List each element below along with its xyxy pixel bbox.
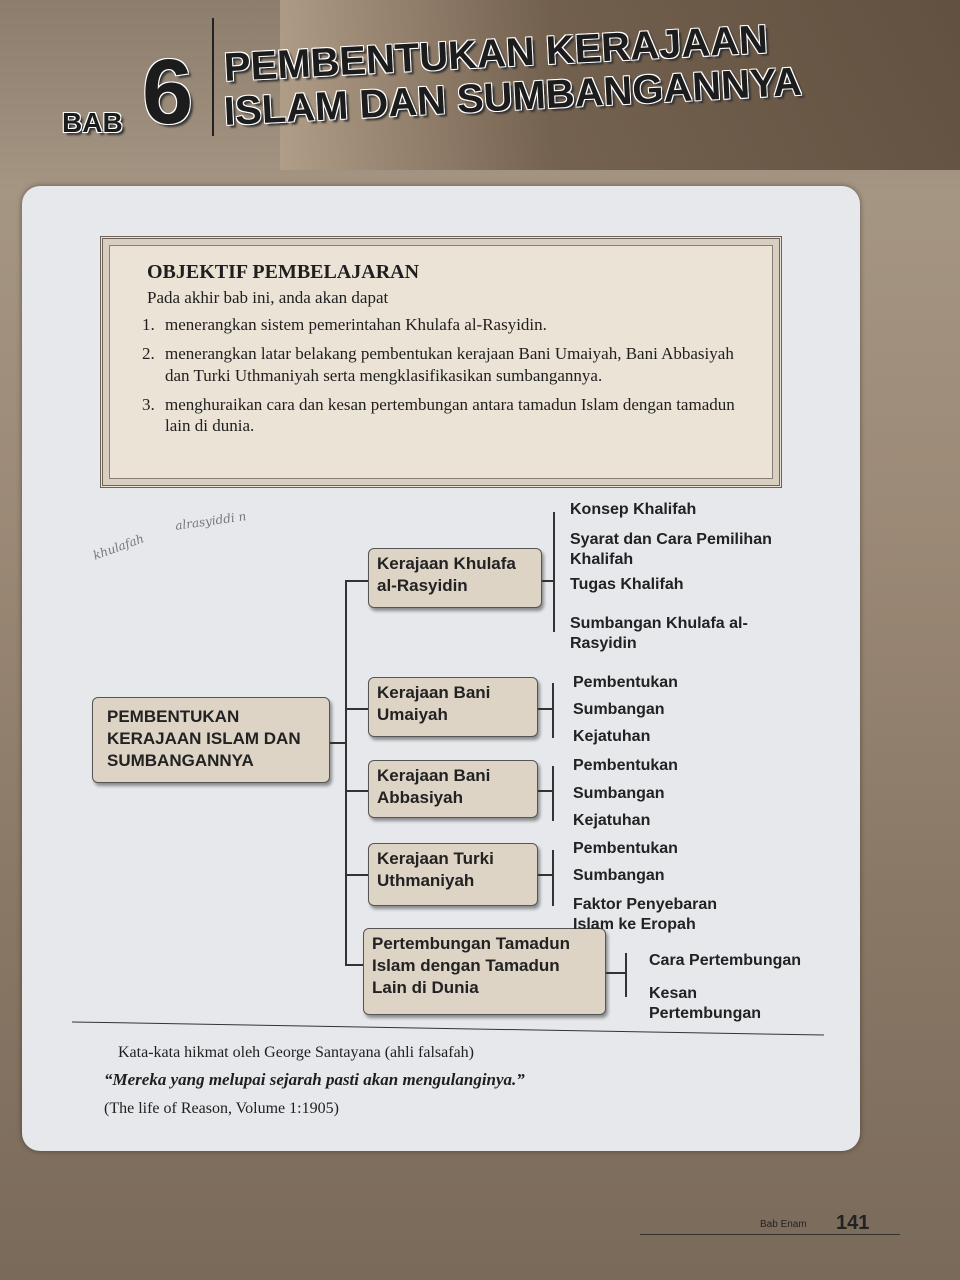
leaf-item: Sumbangan [573, 867, 665, 884]
connector [345, 964, 365, 966]
objective-item: menghuraikan cara dan kesan pertembungan… [159, 394, 749, 437]
branch-node-abbasiyah: Kerajaan Bani Abbasiyah [368, 760, 538, 818]
header-divider [212, 18, 214, 136]
connector [345, 708, 368, 710]
bracket-line [542, 580, 554, 582]
leaf-item: Pembentukan [573, 840, 678, 857]
leaf-item: Faktor Penyebaran Islam ke Eropah [573, 896, 718, 933]
connector [345, 790, 368, 792]
bracket-line [625, 953, 627, 997]
bracket-line [553, 512, 555, 632]
objectives-title: OBJEKTIF PEMBELAJARAN [147, 261, 420, 283]
leaf-item: Sumbangan Khulafa al-Rasyidin [570, 615, 748, 652]
leaf-item: Pembentukan [573, 757, 678, 774]
leaf-item: Kesan Pertembungan [649, 985, 762, 1022]
branch-node-umaiyah: Kerajaan Bani Umaiyah [368, 677, 538, 737]
branch-node-khulafa: Kerajaan Khulafa al-Rasyidin [368, 548, 542, 608]
bracket-line [538, 790, 552, 792]
footer-chapter: Bab Enam [760, 1219, 807, 1230]
leaf-item: Cara Pertembungan [649, 952, 802, 969]
leaf-item: Syarat dan Cara Pemilihan Khalifah [570, 531, 772, 568]
footer-line [640, 1234, 900, 1235]
connector [345, 874, 368, 876]
quote-source: (The life of Reason, Volume 1:1905) [104, 1100, 339, 1117]
leaf-item: Pembentukan [573, 674, 678, 691]
leaf-item: Tugas Khalifah [570, 576, 684, 593]
page-number: 141 [836, 1212, 870, 1234]
bracket-line [552, 766, 554, 821]
branch-node-pertembungan: Pertembungan Tamadun Islam dengan Tamadu… [363, 928, 606, 1015]
leaf-item: Sumbangan [573, 701, 665, 718]
root-node: PEMBENTUKAN KERAJAAN ISLAM DAN SUMBANGAN… [92, 697, 330, 783]
leaf-item: Kejatuhan [573, 812, 651, 829]
bracket-line [538, 874, 552, 876]
leaf-item: Sumbangan [573, 785, 665, 802]
objectives-box: OBJEKTIF PEMBELAJARAN Pada akhir bab ini… [100, 236, 782, 488]
leaf-item: Kejatuhan [573, 728, 651, 745]
objectives-intro: Pada akhir bab ini, anda akan dapat [147, 288, 389, 307]
quote-attribution: Kata-kata hikmat oleh George Santayana (… [118, 1044, 474, 1061]
bracket-line [552, 683, 554, 738]
chapter-number: 6 [142, 41, 194, 143]
objective-item: menerangkan sistem pemerintahan Khulafa … [159, 314, 749, 335]
trunk-line [345, 580, 347, 966]
quote-text: “Mereka yang melupai sejarah pasti akan … [104, 1070, 525, 1089]
connector [345, 580, 368, 582]
branch-node-turki: Kerajaan Turki Uthmaniyah [368, 843, 538, 906]
objective-item: menerangkan latar belakang pembentukan k… [159, 343, 749, 386]
connector [330, 742, 346, 744]
objectives-list: menerangkan sistem pemerintahan Khulafa … [135, 314, 749, 436]
chapter-label: BAB [62, 107, 123, 138]
bracket-line [538, 708, 552, 710]
bracket-line [606, 972, 626, 974]
bracket-line [552, 850, 554, 906]
leaf-item: Konsep Khalifah [570, 501, 697, 518]
header-photo [280, 0, 960, 170]
